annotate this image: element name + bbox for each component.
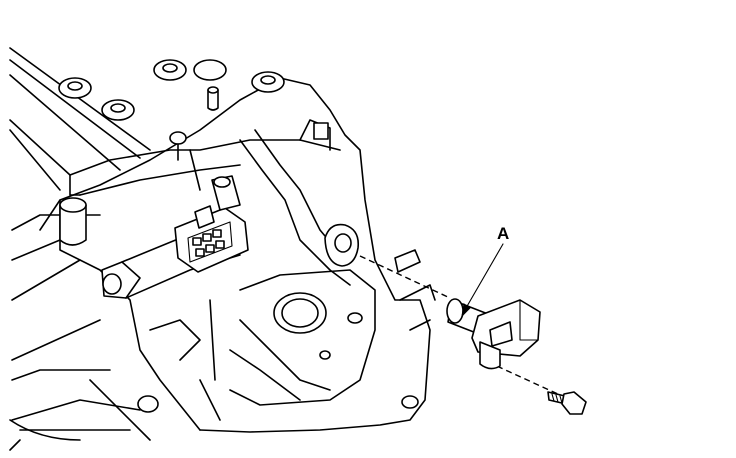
transmission-housing <box>9 47 436 441</box>
callout-a: A <box>461 224 509 318</box>
bolt <box>547 391 587 415</box>
alignment-dashed-line <box>359 255 561 396</box>
input-shaft <box>9 419 81 451</box>
harness-connector <box>174 175 249 273</box>
callout-a-label: A <box>497 224 509 243</box>
sensor-a <box>446 298 541 370</box>
